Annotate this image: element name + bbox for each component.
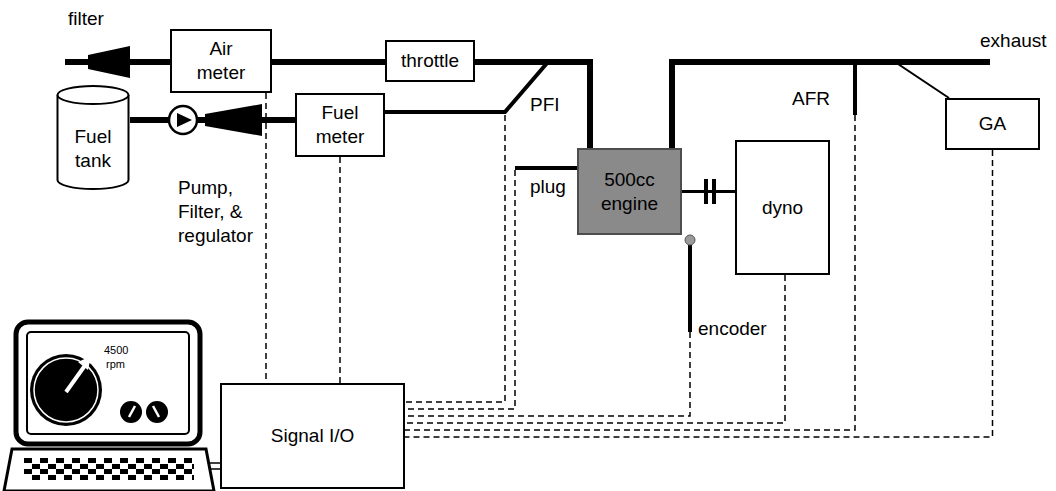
rpm-gauge	[30, 354, 102, 426]
keyboard-keys	[24, 458, 194, 480]
label-holder: exhaust	[980, 30, 1047, 53]
io-box: Signal I/O	[220, 383, 405, 489]
signal-line	[405, 332, 690, 416]
node-text: 500cc engine	[597, 168, 663, 216]
label-holder: rpm	[106, 354, 125, 372]
part-label: AFR	[792, 88, 830, 111]
signal-line	[405, 115, 505, 402]
signal-line	[339, 157, 341, 383]
node-text: Air meter	[190, 37, 252, 85]
drive-shaft	[682, 190, 735, 193]
label-holder: PFI	[530, 94, 560, 117]
coupling	[704, 179, 708, 204]
meter-box: Air meter	[170, 29, 272, 93]
fuel-filter-symbol	[205, 104, 262, 136]
encoder-sensor	[685, 235, 695, 245]
part-label: encoder	[698, 318, 767, 341]
signal-line	[405, 115, 855, 430]
node-text: Fuel meter	[309, 101, 371, 149]
coupling	[712, 179, 716, 204]
label-holder: AFR	[792, 88, 830, 111]
node-text: GA	[979, 112, 1006, 136]
small-gauge	[146, 401, 168, 423]
part-label: plug	[530, 176, 566, 199]
monitor-bezel	[16, 322, 200, 444]
cylinder-top	[58, 86, 129, 104]
meter-box: Fuel meter	[295, 93, 385, 157]
needle-head	[78, 356, 91, 370]
signal-line	[265, 93, 267, 383]
gauge-needle	[66, 364, 86, 392]
label-holder: plug	[530, 176, 566, 199]
part-label: rpm	[106, 358, 125, 371]
encoder-stem	[688, 245, 692, 332]
exhaust-pipe	[672, 62, 990, 148]
signal-line	[405, 150, 993, 437]
spark-plug-wire	[515, 166, 580, 170]
part-label: exhaust	[980, 30, 1047, 53]
signal-line	[405, 170, 515, 409]
monitor-screen	[27, 332, 189, 434]
analyzer-box: GA	[945, 98, 1040, 150]
node-text: dyno	[762, 196, 803, 220]
node-text: Fuel tank	[62, 125, 124, 173]
part-label: Pump, Filter, & regulator	[178, 176, 266, 248]
exhaust-branch	[672, 62, 949, 148]
intake-pipe	[475, 62, 590, 148]
node-text: throttle	[401, 49, 459, 73]
part-label: PFI	[530, 94, 560, 117]
dyno-box: dyno	[735, 140, 830, 275]
node-text: Signal I/O	[271, 424, 354, 448]
label-holder: Pump, Filter, & regulator	[178, 176, 266, 248]
label-holder: encoder	[698, 318, 767, 341]
intake-pipe	[272, 59, 385, 65]
gauge-needle	[153, 406, 159, 417]
keyboard	[4, 449, 214, 491]
cylinder-body	[58, 95, 129, 189]
afr-probe	[853, 62, 857, 115]
label-holder: filter	[68, 8, 104, 31]
engine-block: 500cc engine	[577, 148, 682, 235]
label-holder: 4500	[104, 340, 128, 358]
throttle-box: throttle	[385, 40, 475, 82]
small-gauge	[120, 401, 142, 423]
pump-arrow	[177, 113, 192, 127]
part-label: 4500	[104, 344, 128, 357]
pump-symbol	[169, 106, 197, 134]
air-filter-symbol	[88, 46, 130, 78]
part-label: filter	[68, 8, 104, 31]
signal-line	[405, 275, 785, 423]
tank-cylinder: Fuel tank	[56, 85, 130, 190]
gauge-needle	[129, 406, 135, 417]
